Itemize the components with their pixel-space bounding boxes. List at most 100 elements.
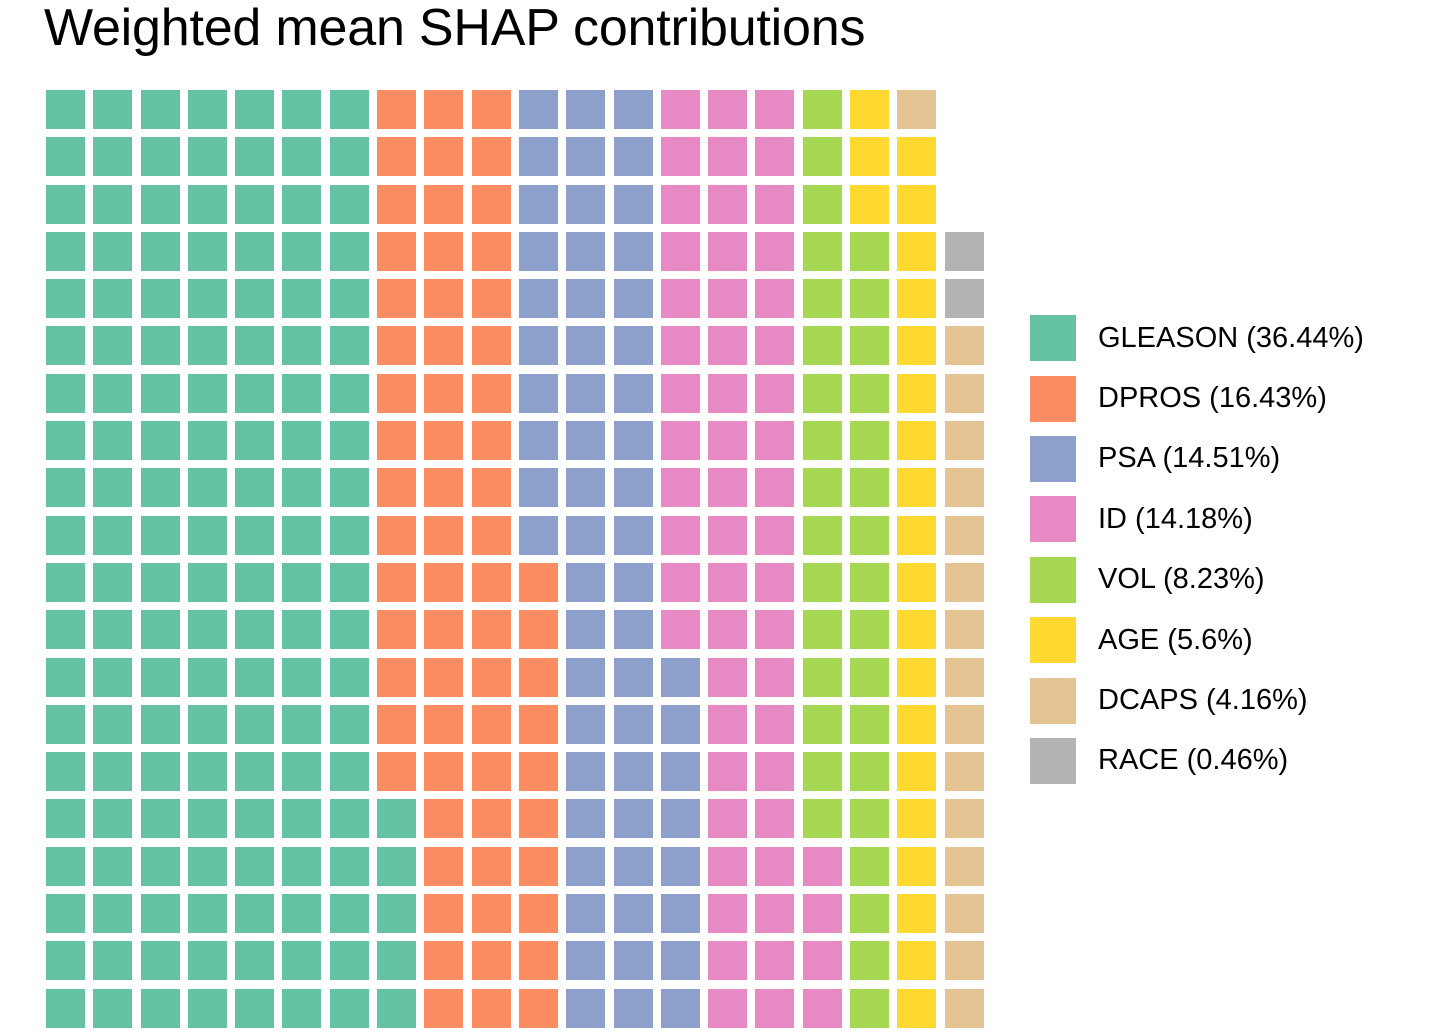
waffle-cell-gleason	[329, 657, 369, 697]
waffle-cell-gleason	[282, 279, 322, 319]
waffle-cell-psa	[660, 657, 700, 697]
legend-item-age[interactable]: AGE (5.6%)	[1030, 610, 1430, 670]
legend-label-psa: PSA (14.51%)	[1098, 442, 1281, 475]
waffle-cell-id	[755, 515, 795, 555]
waffle-cell-gleason	[282, 988, 322, 1028]
waffle-row	[46, 421, 984, 468]
waffle-cell-gleason	[329, 184, 369, 224]
waffle-cell-id	[708, 231, 748, 271]
waffle-cell-psa	[566, 515, 606, 555]
waffle-cell-gleason	[140, 799, 180, 839]
waffle-cell-gleason	[140, 279, 180, 319]
waffle-cell-gleason	[377, 846, 417, 886]
waffle-cell-gleason	[235, 610, 275, 650]
waffle-cell-gleason	[187, 184, 227, 224]
waffle-cell-dpros	[377, 184, 417, 224]
legend-label-vol: VOL (8.23%)	[1098, 563, 1265, 596]
waffle-cell-gleason	[377, 988, 417, 1028]
waffle-cell-gleason	[187, 137, 227, 177]
waffle-cell-gleason	[235, 90, 275, 129]
waffle-cell-id	[660, 279, 700, 319]
waffle-cell-dpros	[471, 846, 511, 886]
waffle-cell-psa	[613, 137, 653, 177]
waffle-cell-gleason	[187, 421, 227, 461]
waffle-cell-dpros	[424, 846, 464, 886]
legend-label-id: ID (14.18%)	[1098, 502, 1253, 535]
waffle-cell-psa	[660, 988, 700, 1028]
waffle-cell-age	[897, 326, 937, 366]
waffle-cell-age	[897, 752, 937, 792]
waffle-cell-gleason	[93, 894, 133, 934]
waffle-cell-dpros	[424, 184, 464, 224]
legend-item-gleason[interactable]: GLEASON (36.44%)	[1030, 308, 1430, 368]
waffle-cell-vol	[802, 184, 842, 224]
legend-item-psa[interactable]: PSA (14.51%)	[1030, 429, 1430, 489]
waffle-cell-gleason	[235, 657, 275, 697]
waffle-cell-gleason	[235, 752, 275, 792]
legend-item-dcaps[interactable]: DCAPS (4.16%)	[1030, 670, 1430, 730]
waffle-cell-age	[897, 137, 937, 177]
waffle-cell-id	[708, 562, 748, 602]
waffle-cell-id	[755, 799, 795, 839]
waffle-cell-id	[660, 137, 700, 177]
waffle-cell-psa	[518, 373, 558, 413]
waffle-cell-psa	[566, 988, 606, 1028]
waffle-cell-id	[660, 515, 700, 555]
waffle-cell-vol	[850, 326, 890, 366]
waffle-cell-id	[708, 326, 748, 366]
waffle-cell-dcaps	[944, 988, 984, 1028]
waffle-cell-psa	[518, 468, 558, 508]
waffle-cell-gleason	[282, 468, 322, 508]
waffle-cell-vol	[850, 799, 890, 839]
legend-swatch-dpros	[1030, 375, 1076, 422]
legend-item-id[interactable]: ID (14.18%)	[1030, 489, 1430, 549]
waffle-cell-gleason	[282, 421, 322, 461]
legend-item-vol[interactable]: VOL (8.23%)	[1030, 550, 1430, 610]
waffle-row	[46, 610, 984, 657]
waffle-cell-gleason	[140, 515, 180, 555]
legend-swatch-gleason	[1030, 315, 1076, 362]
waffle-cell-gleason	[235, 137, 275, 177]
waffle-cell-gleason	[93, 421, 133, 461]
legend-item-race[interactable]: RACE (0.46%)	[1030, 731, 1430, 791]
waffle-cell-psa	[566, 137, 606, 177]
waffle-cell-psa	[613, 657, 653, 697]
waffle-cell-dcaps	[944, 799, 984, 839]
waffle-cell-dpros	[471, 184, 511, 224]
waffle-cell-psa	[566, 468, 606, 508]
waffle-cell-gleason	[46, 231, 85, 271]
waffle-cell-vol	[802, 468, 842, 508]
waffle-cell-gleason	[140, 373, 180, 413]
waffle-cell-gleason	[140, 894, 180, 934]
waffle-cell-psa	[566, 610, 606, 650]
waffle-cell-id	[755, 279, 795, 319]
waffle-cell-gleason	[46, 279, 85, 319]
waffle-cell-id	[802, 894, 842, 934]
waffle-cell-gleason	[93, 515, 133, 555]
waffle-cell-dpros	[518, 752, 558, 792]
waffle-cell-id	[755, 231, 795, 271]
waffle-row	[46, 231, 984, 279]
waffle-cell-psa	[518, 184, 558, 224]
waffle-cell-vol	[850, 515, 890, 555]
waffle-cell-dcaps	[944, 657, 984, 697]
waffle-cell-gleason	[93, 468, 133, 508]
waffle-cell-psa	[613, 846, 653, 886]
waffle-cell-id	[708, 515, 748, 555]
waffle-row	[46, 846, 984, 894]
waffle-cell-gleason	[329, 562, 369, 602]
waffle-cell-dpros	[471, 941, 511, 981]
waffle-cell-psa	[566, 373, 606, 413]
waffle-cell-dpros	[424, 562, 464, 602]
waffle-cell-psa	[613, 90, 653, 129]
legend-item-dpros[interactable]: DPROS (16.43%)	[1030, 368, 1430, 428]
waffle-cell-dpros	[424, 137, 464, 177]
waffle-cell-id	[755, 373, 795, 413]
waffle-cell-gleason	[282, 752, 322, 792]
waffle-cell-psa	[613, 752, 653, 792]
waffle-cell-gleason	[282, 704, 322, 744]
waffle-row	[46, 704, 984, 752]
waffle-cell-age	[897, 468, 937, 508]
waffle-cell-gleason	[235, 562, 275, 602]
waffle-cell-dpros	[471, 231, 511, 271]
